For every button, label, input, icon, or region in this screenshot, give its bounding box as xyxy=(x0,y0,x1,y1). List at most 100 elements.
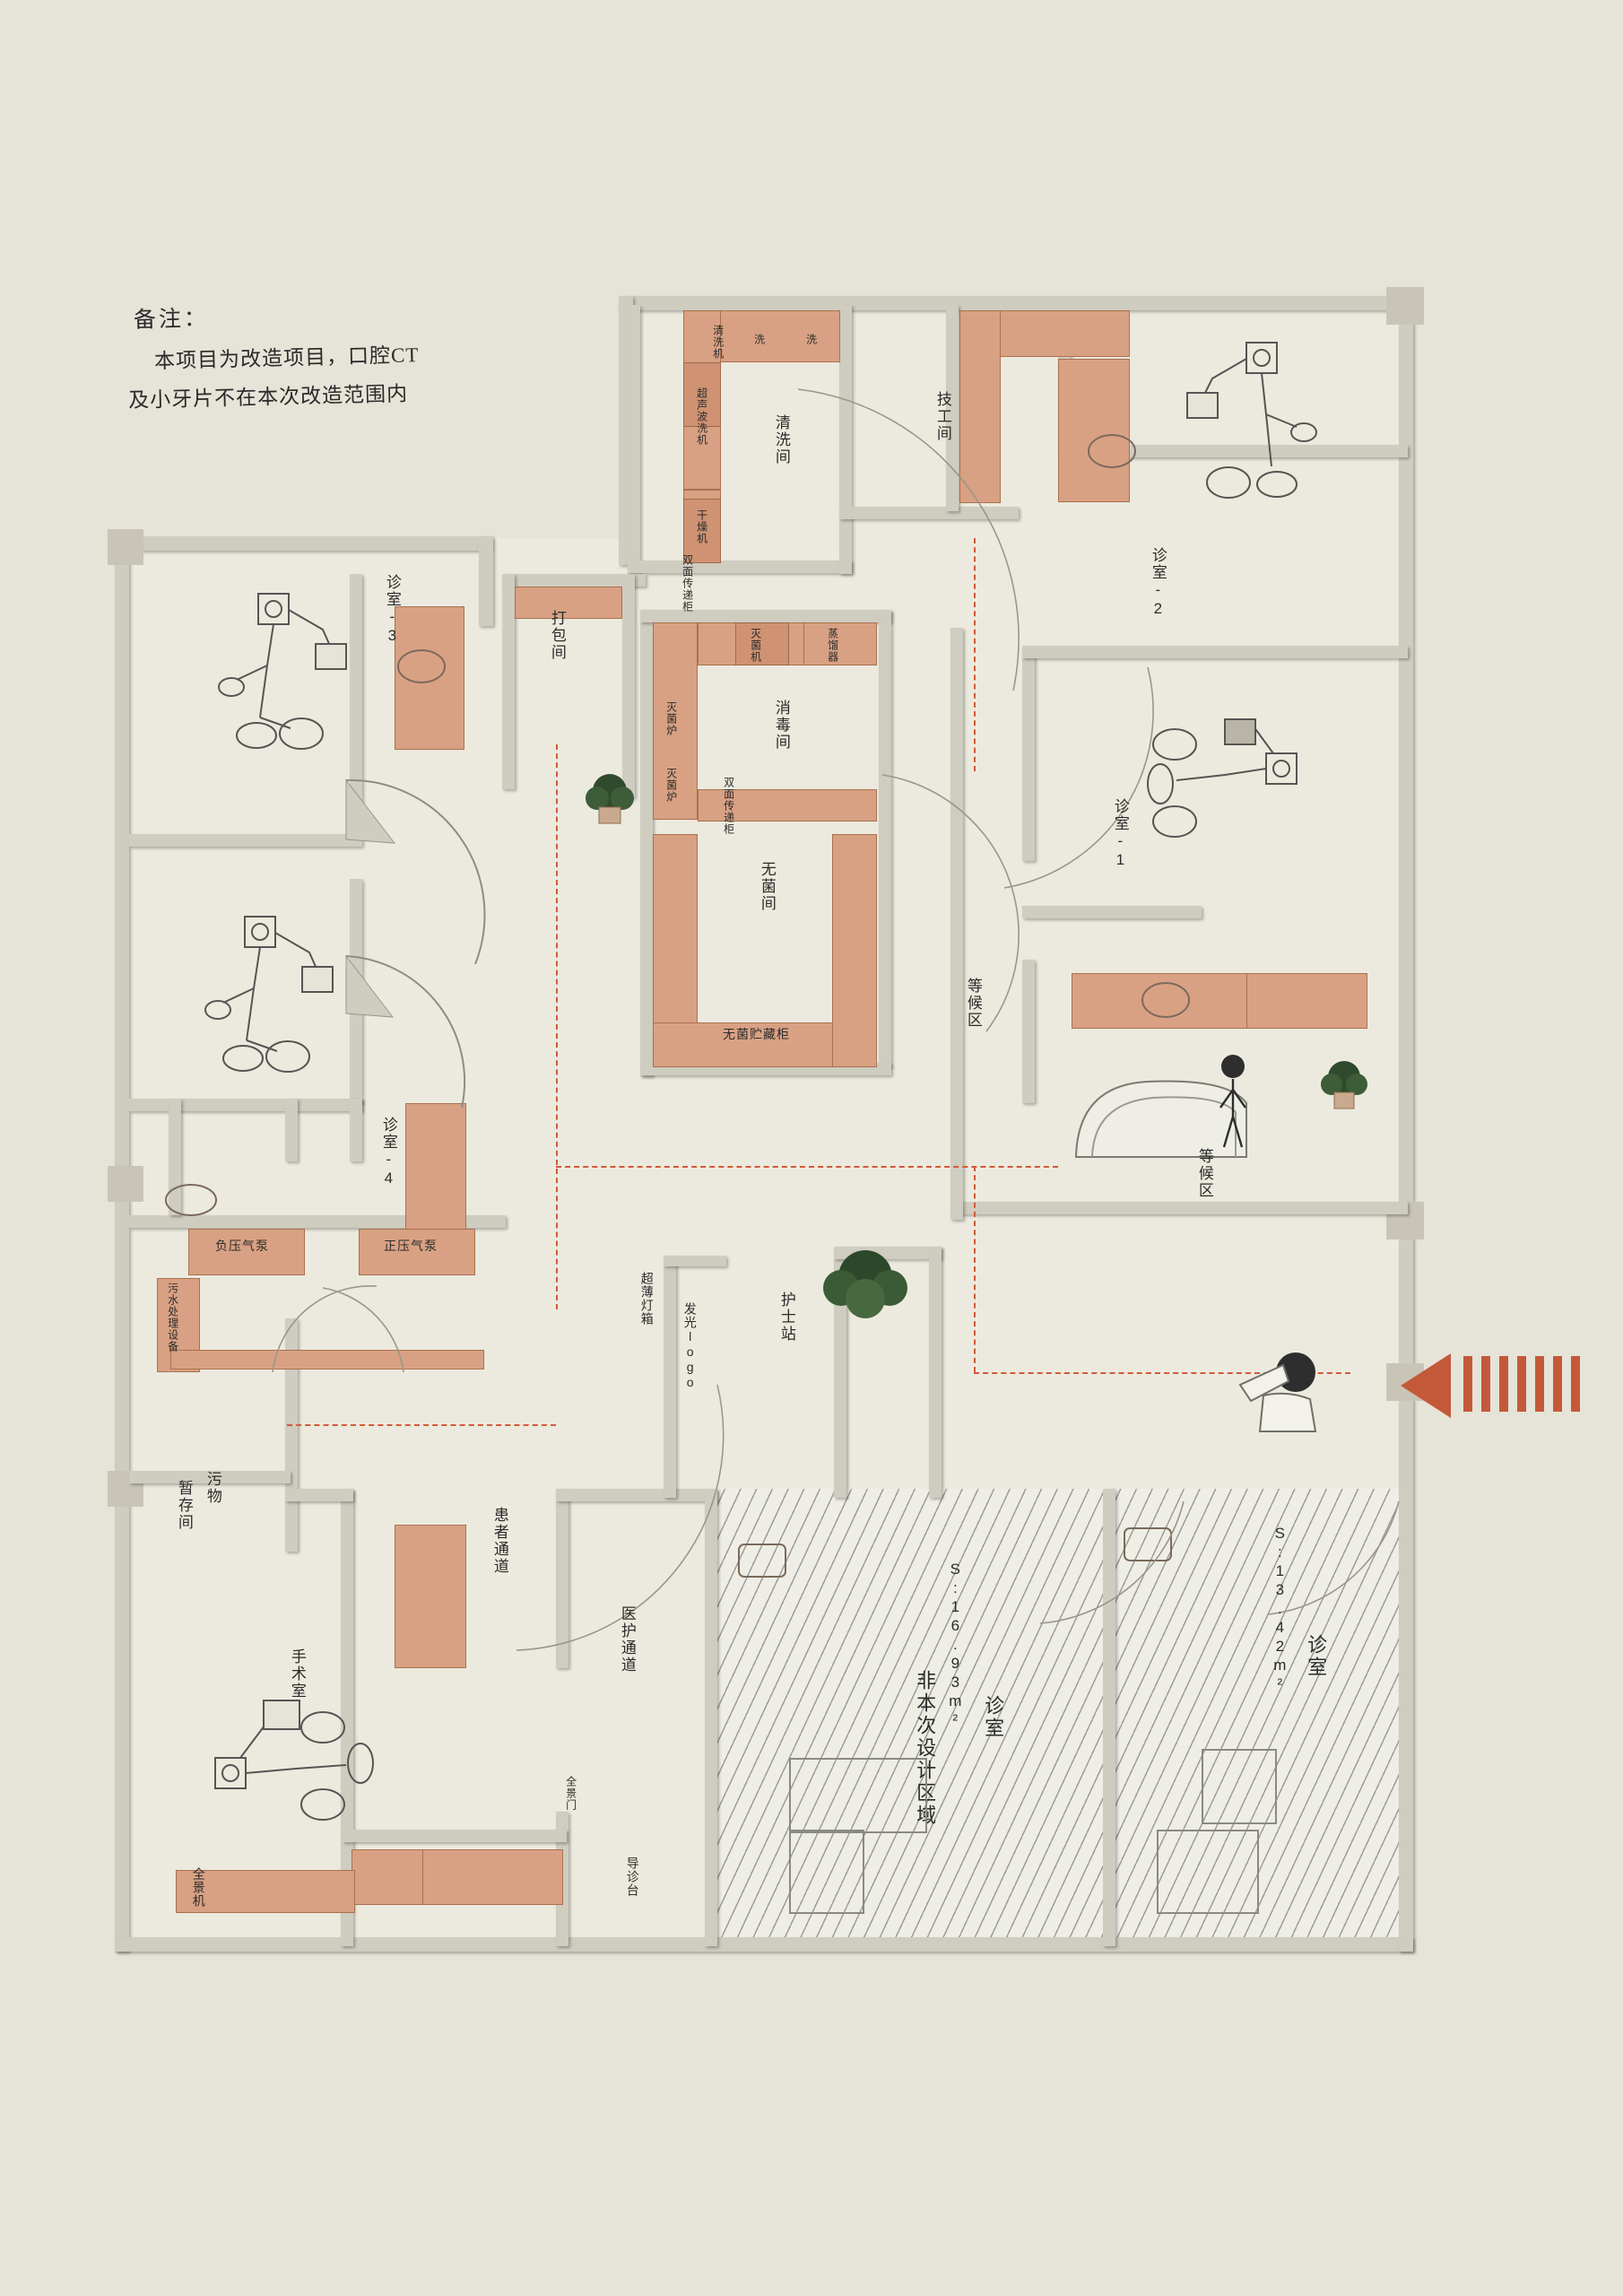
equip-label-quanjingji: 全景机 xyxy=(191,1867,206,1908)
wall-step-vert xyxy=(479,536,493,626)
room-label-zhenshi-3: 诊室-3 xyxy=(383,574,401,646)
room-label-jigongjian: 技工间 xyxy=(933,391,951,442)
equip-zhengliuqi-box xyxy=(803,622,877,665)
equip-label-shuangmian-1: 双面传递柜 xyxy=(681,554,694,613)
flow-line-4 xyxy=(974,1166,976,1372)
flow-line-1 xyxy=(556,1166,1058,1168)
corner-cap-tr xyxy=(1386,287,1424,325)
wall-corridor-top xyxy=(285,1489,353,1501)
cabinet-zs4 xyxy=(405,1103,466,1238)
room-label-qingxijian: 清洗间 xyxy=(772,414,790,465)
design-room-label-1: 诊室 xyxy=(982,1695,1005,1740)
wall-wait-left xyxy=(1022,960,1035,1103)
wall-outer-bottom xyxy=(115,1937,1413,1952)
equip-label-wujunzhucang: 无菌贮藏柜 xyxy=(723,1027,790,1041)
door-swing-zs1 xyxy=(1003,666,1154,889)
sink-design-2 xyxy=(1121,1525,1175,1564)
person-figure xyxy=(1215,1054,1251,1152)
equip-label-chaosheng: 超声波洗机 xyxy=(695,387,708,446)
non-design-hatch-area xyxy=(708,1489,1403,1946)
wall-central-right xyxy=(879,610,891,1067)
equip-label-shuangmian-2: 双面传递柜 xyxy=(722,777,735,835)
wall-sterile-bottom xyxy=(628,561,852,573)
wall-outer-top xyxy=(619,296,1413,310)
equip-label-qingxiji: 清洗机 xyxy=(711,325,725,360)
design-room-area-1: S:16.93m² xyxy=(946,1561,964,1730)
door-swing-zs4 xyxy=(345,954,466,1109)
cabinet-zhengya xyxy=(359,1229,475,1275)
flow-line-2 xyxy=(556,744,558,1309)
sink-zs2 xyxy=(1085,430,1139,472)
wall-wait-bottom xyxy=(950,1202,1408,1214)
room-label-wujunjian: 无菌间 xyxy=(758,861,776,912)
plant-3 xyxy=(816,1247,915,1345)
wall-outer-left xyxy=(115,536,129,1952)
entrance-bar-1 xyxy=(1463,1356,1472,1412)
counter-pump-bottom xyxy=(170,1350,484,1370)
equip-label-miejunlu-2: 灭菌炉 xyxy=(664,768,678,803)
wall-zs2-bottom xyxy=(1058,445,1408,457)
equip-label-chaobao-dengxiang: 超薄灯箱 xyxy=(639,1272,655,1326)
room-label-zhenshi-2: 诊室-2 xyxy=(1149,547,1167,619)
wall-outer-top-left xyxy=(115,536,491,551)
door-swing-wujun xyxy=(881,774,1020,1032)
sink-zs3 xyxy=(395,646,448,687)
equip-label-xi2: 洗 xyxy=(804,334,818,345)
room-label-zancunjian: 暂存间 xyxy=(175,1480,193,1531)
counter-daozhen-left xyxy=(352,1849,423,1905)
note-title: 备注： xyxy=(133,306,210,333)
wall-corridor-right2 xyxy=(950,628,963,1220)
wall-corridor-right xyxy=(556,1489,568,1668)
plant-2 xyxy=(1318,1058,1370,1112)
entrance-bar-6 xyxy=(1553,1356,1562,1412)
sink-design-1 xyxy=(735,1541,789,1580)
design-room-area-2: S:13.42m² xyxy=(1271,1525,1289,1694)
entrance-bar-4 xyxy=(1517,1356,1526,1412)
counter-jigong-left xyxy=(959,310,1001,503)
entrance-arrow xyxy=(1399,1350,1453,1422)
dental-chair-zs4 xyxy=(202,906,354,1103)
wall-dabao-right xyxy=(622,574,635,798)
door-swing-design1 xyxy=(1039,1500,1185,1624)
equip-label-zhengyaqibeng: 正压气泵 xyxy=(384,1239,438,1253)
flow-line-5 xyxy=(974,1372,1350,1374)
wall-central-top xyxy=(640,610,891,622)
wall-zs3-right xyxy=(350,574,362,834)
room-label-zhenshi-1: 诊室-1 xyxy=(1111,798,1129,870)
dental-chair-zs3 xyxy=(215,583,368,780)
cabinet-wujun-right xyxy=(832,834,877,1067)
room-label-dabaojian: 打包间 xyxy=(548,610,566,661)
note-line-2: 及小牙片不在本次改造范围内 xyxy=(127,382,409,413)
wall-lightbox xyxy=(664,1256,676,1498)
sink-corner xyxy=(163,1180,219,1220)
dental-chair-zs2 xyxy=(1166,332,1327,529)
flow-line-6 xyxy=(974,538,976,771)
equip-chaosheng-box xyxy=(683,362,721,427)
flow-line-3 xyxy=(287,1424,556,1426)
equip-label-miejunlu-1: 灭菌炉 xyxy=(664,701,678,736)
entrance-bar-2 xyxy=(1481,1356,1490,1412)
design-fixture-2 xyxy=(789,1830,864,1914)
equip-label-fuyaqibeng: 负压气泵 xyxy=(215,1239,269,1253)
wall-dabao-top xyxy=(502,574,646,587)
wall-daozhen-top xyxy=(343,1830,567,1842)
room-label-houzhen-b: 等候区 xyxy=(1195,1148,1213,1199)
plant-1 xyxy=(583,771,637,827)
sink-wait xyxy=(1139,978,1193,1022)
wall-zs1-bottom xyxy=(1022,906,1202,918)
wall-jigong-left xyxy=(946,305,959,511)
design-room-label-2: 诊室 xyxy=(1305,1634,1328,1679)
wall-zs1-left xyxy=(1022,646,1035,861)
room-label-yihu-tongdao: 医护通道 xyxy=(618,1605,636,1674)
door-swing-pump xyxy=(272,1285,404,1373)
door-swing-design2 xyxy=(1267,1500,1400,1615)
wall-wuwu-bottom xyxy=(129,1471,291,1483)
dental-chair-surgery xyxy=(188,1686,386,1866)
equip-label-zhengliuqi: 蒸馏器 xyxy=(826,628,839,663)
room-label-zhenshi-4: 诊室-4 xyxy=(379,1117,397,1188)
equip-label-faguang-logo: 发光logo xyxy=(682,1302,698,1390)
wall-design-left xyxy=(705,1489,717,1946)
wall-lightbox-top xyxy=(664,1256,726,1266)
entrance-bar-3 xyxy=(1499,1356,1508,1412)
